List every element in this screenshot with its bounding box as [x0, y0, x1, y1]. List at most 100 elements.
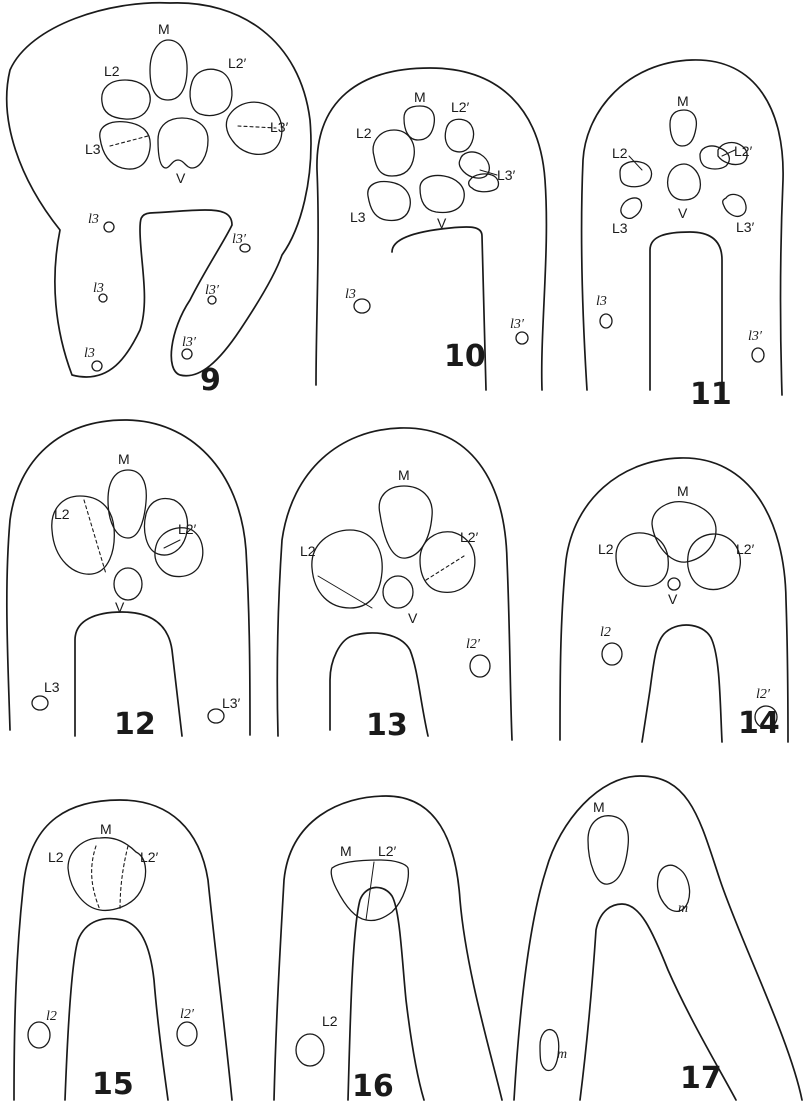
fig9-small-bundle [92, 361, 102, 371]
fig11-bundle-v [668, 164, 701, 200]
figure-9: M L2 L2′ L3 L3′ V l3 l3′ l3 l3′ l3 l3′ 9 [7, 3, 311, 398]
label: l2 [600, 625, 611, 640]
label: M [398, 467, 410, 483]
label: V [668, 591, 678, 607]
fig14-small-bundle [602, 643, 622, 665]
label: L3 [44, 679, 60, 695]
fig11-leader [629, 156, 642, 170]
figure-number: 11 [690, 377, 732, 412]
fig12-small-bundle [208, 709, 224, 723]
label: l3 [345, 287, 356, 302]
figure-number: 15 [92, 1067, 134, 1102]
figure-10: M L2 L2′ L3′ L3 V l3 l3′ 10 [316, 68, 546, 390]
label: L2 [300, 543, 316, 559]
figure-13: M L2 L2′ V l2′ 13 [277, 428, 512, 743]
fig11-bundle-l2p [700, 146, 729, 169]
fig11-bundle-l3p [723, 194, 746, 216]
fig12-l2-dash [84, 500, 106, 574]
figure-16: M L2′ L2 16 [274, 796, 502, 1104]
label: L2′ [140, 849, 159, 865]
fig9-outline [7, 3, 311, 377]
fig10-bundle-l2p [445, 119, 473, 152]
fig10-outline [316, 68, 546, 390]
fig15-dash [120, 846, 128, 910]
fig17-bundle-m [588, 816, 628, 884]
label: M [118, 451, 130, 467]
label: l3′ [748, 329, 763, 344]
label: m [557, 1047, 567, 1062]
label: L3 [85, 141, 101, 157]
fig15-small-bundle [177, 1022, 197, 1046]
label: l3 [93, 281, 104, 296]
fig13-l2p-dash [426, 556, 464, 580]
label: l3′ [205, 283, 220, 298]
label: l3′ [182, 335, 197, 350]
fig11-bundle-m [670, 110, 696, 146]
fig11-small-bundle [600, 314, 612, 328]
figure-number: 13 [366, 708, 408, 743]
label: L2 [356, 125, 372, 141]
fig10-bundle-l3 [368, 182, 411, 221]
fig10-bundle-m [404, 106, 434, 140]
fig10-small-bundle [516, 332, 528, 344]
fig15-dash [92, 846, 100, 910]
label: L2′ [228, 55, 247, 71]
label: l2′ [756, 687, 771, 702]
fig11-bundle-l2 [620, 161, 652, 186]
label: L3 [612, 220, 628, 236]
label: M [340, 843, 352, 859]
label: L2′ [736, 541, 755, 557]
fig11-small-bundle [752, 348, 764, 362]
label: l3 [88, 212, 99, 227]
label: M [677, 93, 689, 109]
label: L2 [104, 63, 120, 79]
label: L2 [598, 541, 614, 557]
label: l3 [596, 294, 607, 309]
fig9-bundle-m [150, 40, 187, 100]
label: L2′ [378, 843, 397, 859]
fig13-bundle-m [379, 486, 432, 558]
fig9-bundle-l2p [190, 69, 232, 115]
label: l2′ [466, 637, 481, 652]
label: V [408, 610, 418, 626]
label: l3′ [232, 232, 247, 247]
fig10-bundle-v [420, 176, 464, 213]
figure-number: 17 [680, 1061, 722, 1096]
fig11-bundle-l3 [621, 198, 642, 218]
fig14-bundle-l2 [616, 533, 668, 586]
label: V [115, 599, 125, 615]
figure-11: M L2 L2′ V L3 L3′ l3 l3′ 11 [582, 60, 784, 412]
fig13-outline [277, 428, 512, 740]
fig12-small-bundle [32, 696, 48, 710]
fig9-small-bundle [104, 222, 114, 232]
label: L2 [48, 849, 64, 865]
fig14-bundle-m [652, 502, 716, 562]
label: l2 [46, 1009, 57, 1024]
label: L2′ [178, 521, 197, 537]
fig10-bundle-l2 [373, 130, 414, 176]
label: V [678, 205, 688, 221]
label: V [437, 215, 447, 231]
fig16-outline [274, 796, 502, 1100]
label: m [678, 901, 688, 916]
label: l3′ [510, 317, 525, 332]
label: V [176, 170, 186, 186]
label: L2 [612, 145, 628, 161]
figure-number: 16 [352, 1069, 394, 1104]
fig10-small-bundle [354, 299, 370, 313]
label: L3′ [497, 167, 516, 183]
figure-number: 9 [200, 363, 221, 398]
label: L2′ [734, 143, 753, 159]
figure-number: 12 [114, 707, 156, 742]
fig12-leader [164, 540, 180, 548]
fig12-bundle-v [114, 568, 142, 600]
fig9-small-bundle [182, 349, 192, 359]
fig16-small-bundle [296, 1034, 324, 1066]
fig14-bundle-v [668, 578, 680, 590]
fig13-bundle-l2 [312, 530, 382, 608]
fig15-outline [14, 800, 232, 1100]
label: M [158, 21, 170, 37]
fig9-bundle-l3 [100, 122, 150, 169]
figure-14: M L2 L2′ V l2 l2′ 14 [560, 458, 788, 742]
